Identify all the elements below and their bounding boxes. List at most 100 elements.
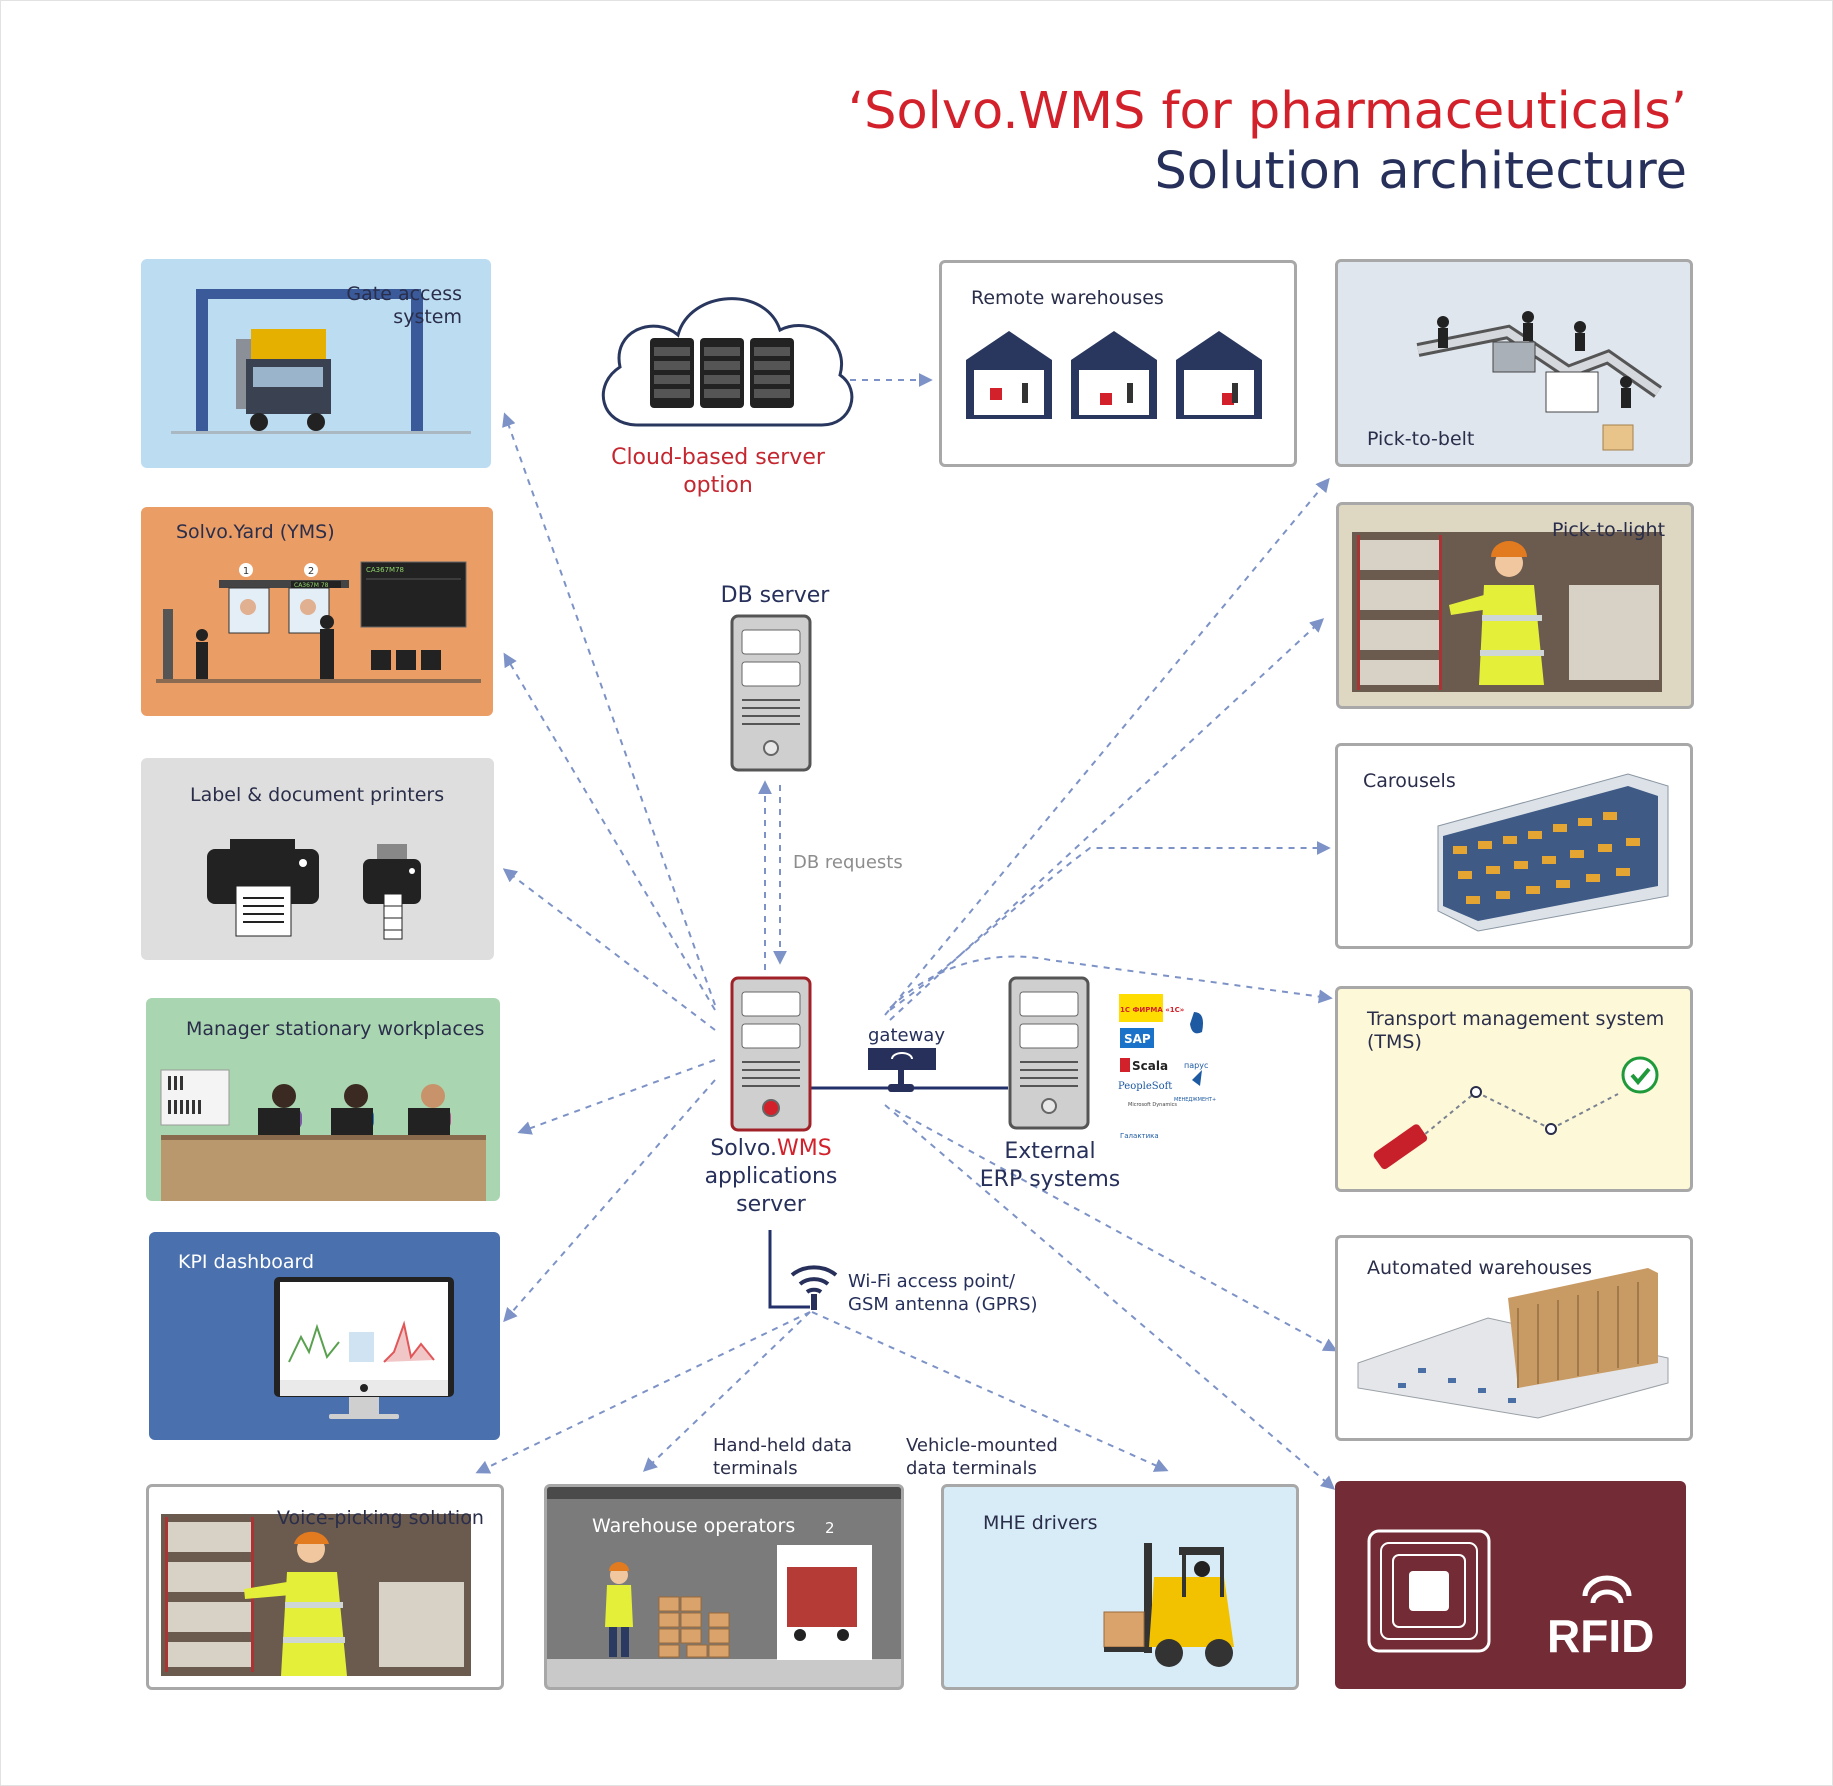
link-voice [475, 1311, 811, 1474]
carousels-box: Carousels [1335, 743, 1693, 949]
erp-server-icon [1008, 976, 1090, 1130]
automated-warehouse-illustration [1357, 1268, 1669, 1419]
app-server-line2: applications [704, 1164, 838, 1189]
erp-logos: 1С ФИРМА «1С» SAP Scala PeopleSoft Micro… [1118, 994, 1216, 1140]
rfid-label: RFID [1547, 1610, 1655, 1662]
logo-sap: SAP [1124, 1032, 1151, 1046]
printers-box: Label & document printers [141, 758, 494, 960]
logo-parus: парус [1184, 1061, 1208, 1070]
conveyor-illustration [1416, 311, 1663, 451]
remote-warehouses-label: Remote warehouses [971, 287, 1164, 309]
app-server-brand: Solvo. [710, 1136, 777, 1161]
warehouse-operators-box: Warehouse operators 2 [544, 1484, 904, 1690]
kpi-label: KPI dashboard [178, 1251, 315, 1273]
logo-menedzhment: МЕНЕДЖМЕНТ+ [1174, 1097, 1216, 1103]
pick-to-belt-label: Pick-to-belt [1367, 428, 1475, 450]
cloud-server-icon [601, 297, 854, 427]
wifi-label-1: Wi-Fi access point/ [848, 1271, 1016, 1292]
link-belt [884, 477, 1330, 1016]
kpi-monitor-illustration [274, 1277, 454, 1419]
mhe-drivers-label: MHE drivers [983, 1512, 1098, 1534]
db-requests-label: DB requests [793, 852, 903, 873]
wifi-icon [790, 1265, 838, 1310]
app-server-brand-accent: WMS [776, 1136, 832, 1161]
remote-warehouses-box: Remote warehouses [939, 260, 1297, 467]
gateway-label: gateway [868, 1025, 945, 1046]
db-server-label: DB server [720, 583, 830, 608]
handheld-label-1: Hand-held data [713, 1435, 853, 1456]
tms-route-illustration [1373, 1056, 1659, 1170]
warehouse-operators-illustration [547, 1487, 901, 1687]
gate-label-1: Gate access [346, 283, 462, 305]
db-server-icon [730, 614, 812, 772]
voice-picking-box: Voice-picking solution [146, 1484, 504, 1690]
manager-box: Manager stationary workplaces [146, 998, 500, 1201]
yard-window-1: 1 [243, 566, 249, 577]
link-light [889, 618, 1325, 1021]
link-gate [502, 412, 716, 1006]
link-yard [503, 652, 716, 1011]
yard-label: Solvo.Yard (YMS) [176, 521, 335, 543]
forklift-illustration [1103, 1543, 1234, 1667]
rfid-box: RFID [1335, 1481, 1686, 1689]
link-carousels [889, 841, 1331, 1011]
diagram-title: ‘Solvo.WMS for pharmaceuticals’ [847, 82, 1687, 141]
app-server-icon [730, 976, 812, 1132]
vehicle-label-1: Vehicle-mounted [906, 1435, 1058, 1456]
link-kpi [503, 1079, 716, 1323]
warehouse-operators-label: Warehouse operators [592, 1515, 796, 1537]
carousels-label: Carousels [1363, 770, 1456, 792]
warehouses-illustration [966, 331, 1262, 419]
mhe-drivers-box: MHE drivers [941, 1484, 1299, 1690]
printer-illustration [207, 839, 421, 940]
logo-galaktika: Галактика [1120, 1132, 1159, 1140]
link-vehicle [811, 1311, 1169, 1472]
erp-label-1: External [1004, 1139, 1096, 1164]
pick-to-light-label: Pick-to-light [1552, 519, 1666, 541]
app-server-line3: server [736, 1192, 806, 1217]
yard-illustration: 1 2 CA367M 78 CA367M78 [156, 561, 481, 683]
yard-plate-1: CA367M78 [366, 566, 404, 574]
gateway-icon [868, 1048, 936, 1092]
handheld-label-2: terminals [713, 1458, 798, 1479]
carousel-illustration [1437, 773, 1669, 932]
pick-to-light-illustration [1352, 532, 1662, 692]
managers-illustration [160, 1069, 486, 1201]
cloud-label-2: option [683, 473, 753, 498]
automated-warehouses-box: Automated warehouses [1335, 1235, 1693, 1441]
logo-1c: 1С ФИРМА «1С» [1120, 1006, 1184, 1014]
kpi-box: KPI dashboard [149, 1232, 500, 1440]
link-manager [517, 1059, 716, 1135]
logo-scala: Scala [1132, 1059, 1168, 1073]
dock-number: 2 [825, 1519, 835, 1537]
link-printers [502, 868, 716, 1031]
link-rfid [884, 1104, 1336, 1490]
manager-label: Manager stationary workplaces [186, 1018, 485, 1040]
tms-label-2: (TMS) [1367, 1031, 1422, 1053]
truck-gate-illustration [171, 289, 471, 434]
link-tms [889, 955, 1333, 1009]
rfid-tag-icon [1367, 1529, 1632, 1653]
yard-box: 1 2 CA367M 78 CA367M78 Solvo.Yard (YMS) [141, 507, 493, 716]
tms-label-1: Transport management system [1367, 1008, 1665, 1030]
wifi-label-2: GSM antenna (GPRS) [848, 1294, 1038, 1315]
erp-label-2: ERP systems [979, 1167, 1121, 1192]
pick-to-light-box: Pick-to-light [1336, 502, 1694, 709]
wifi-link [768, 1230, 810, 1309]
gate-access-box: Gate access system [141, 259, 491, 468]
pick-to-belt-box: Pick-to-belt [1335, 259, 1693, 467]
yard-plate-2: CA367M 78 [294, 582, 329, 589]
link-handheld [642, 1311, 811, 1472]
logo-msdynamics: Microsoft Dynamics [1128, 1102, 1177, 1108]
voice-picking-label: Voice-picking solution [277, 1507, 484, 1529]
printers-label: Label & document printers [190, 784, 445, 806]
gate-label-2: system [393, 306, 462, 328]
automated-warehouses-label: Automated warehouses [1367, 1257, 1592, 1279]
cloud-label-1: Cloud-based server [611, 445, 825, 470]
diagram-subtitle: Solution architecture [1154, 142, 1687, 201]
vehicle-label-2: data terminals [906, 1458, 1037, 1479]
tms-box: Transport management system (TMS) [1335, 986, 1693, 1192]
logo-peoplesoft: PeopleSoft [1118, 1081, 1172, 1092]
yard-window-2: 2 [308, 566, 314, 577]
